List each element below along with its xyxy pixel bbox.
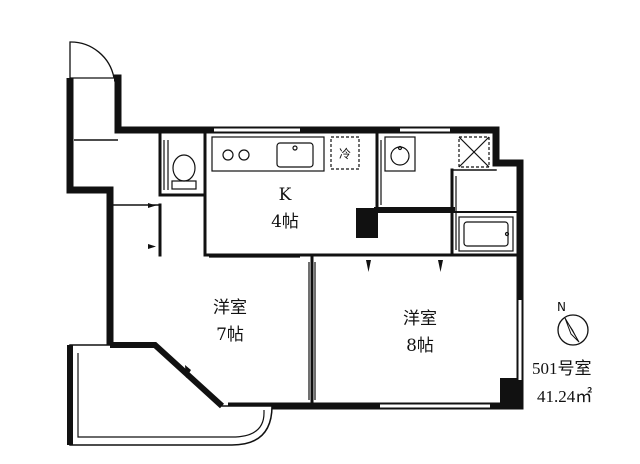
unit-area: 41.24㎡	[537, 387, 592, 406]
north-label: N	[557, 300, 566, 314]
kitchen-name: K	[279, 185, 292, 205]
refrigerator-space: 冷	[330, 136, 360, 170]
toilet	[171, 154, 197, 190]
balcony	[67, 342, 273, 446]
interior-walls	[113, 132, 520, 406]
window-frames	[214, 127, 523, 409]
closet-door-marks	[148, 203, 443, 378]
washing-machine-space	[458, 136, 490, 168]
bathtub	[458, 216, 514, 252]
compass-north-arrow-icon: N	[557, 300, 589, 346]
western-room-right-name: 洋室	[403, 309, 437, 329]
entrance-door	[69, 41, 115, 79]
kitchen-size: 4帖	[271, 212, 299, 232]
western-room-left-size: 7帖	[216, 325, 244, 345]
sliding-doors	[163, 140, 457, 400]
refrigerator-label: 冷	[339, 147, 351, 161]
windows	[214, 128, 522, 408]
western-room-left-name: 洋室	[213, 298, 247, 318]
unit-number: 501号室	[532, 359, 592, 378]
washbasin	[384, 136, 416, 172]
western-room-right-size: 8帖	[406, 336, 434, 356]
kitchen-counter	[211, 136, 325, 172]
